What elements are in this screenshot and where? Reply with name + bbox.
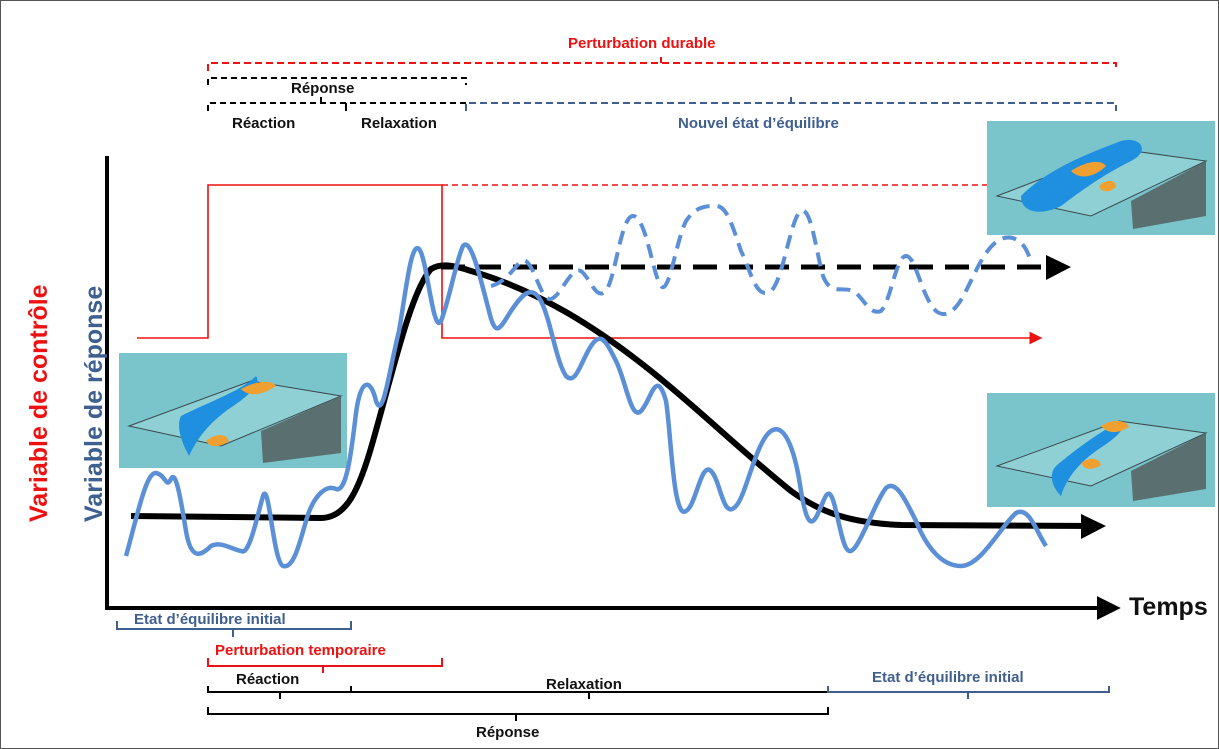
trend-new-equilibrium-arrowhead (1046, 255, 1071, 280)
label-response-bottom: Réponse (476, 724, 540, 741)
bracket-initial-equilibrium-right (827, 686, 1110, 693)
label-response-top: Réponse (291, 80, 355, 97)
label-temporary: Perturbation temporaire (215, 642, 386, 659)
label-reaction-bottom: Réaction (236, 671, 300, 688)
x-axis-label: Temps (1129, 593, 1208, 621)
control-temporary-line (137, 184, 1043, 345)
bracket-response-bottom (207, 707, 829, 715)
landscape-block-return-icon (987, 393, 1215, 507)
bracket-temporary (207, 658, 443, 667)
label-relaxation-top: Relaxation (361, 115, 437, 132)
label-relaxation-bottom: Relaxation (546, 676, 622, 693)
landscape-block-initial-icon (119, 353, 347, 468)
landscape-block-new-equilibrium-icon (987, 121, 1215, 235)
label-initial-equilibrium-right: Etat d’équilibre initial (872, 669, 1024, 686)
trend-arrowhead (1081, 514, 1106, 539)
response-curve (123, 242, 1048, 569)
label-initial-equilibrium-left: Etat d’équilibre initial (134, 611, 286, 628)
trend-curve (130, 262, 1097, 529)
bracket-durable (207, 62, 1117, 71)
y-axis-label-response: Variable de réponse (80, 285, 108, 522)
bracket-reaction-relaxation (207, 102, 467, 111)
bracket-new-equilibrium (465, 102, 1117, 111)
label-reaction-top: Réaction (232, 115, 296, 132)
label-new-equilibrium: Nouvel état d’équilibre (678, 115, 839, 132)
y-axis-label-control: Variable de contrôle (25, 284, 53, 522)
bracket-response-top (207, 77, 467, 85)
response-curve-dashed (490, 203, 1033, 317)
label-durable: Perturbation durable (568, 35, 716, 52)
